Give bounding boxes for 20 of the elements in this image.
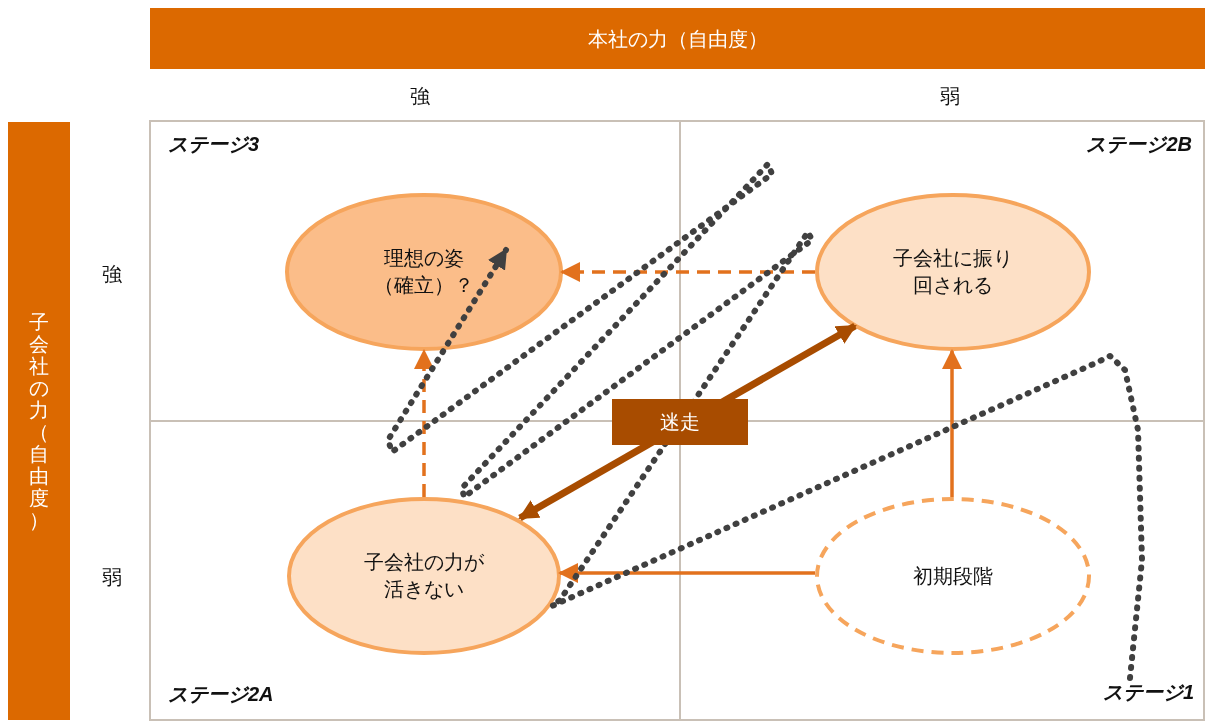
ellipse-text: 初期段階: [912, 563, 994, 589]
edge-label: 迷走: [611, 399, 748, 445]
ellipse-text: 理想の姿（確立）？: [373, 246, 475, 298]
ellipse-text: 子会社に振り回される: [892, 246, 1014, 298]
axis-label: 強: [409, 84, 431, 109]
axis-label: 弱: [101, 565, 123, 590]
axis-label: 弱: [939, 84, 961, 109]
stage-label: ステージ3: [168, 132, 261, 157]
arrow: [558, 563, 815, 583]
axis-header-bar: 子会社の力（自由度）: [8, 122, 70, 720]
arrow: [942, 349, 962, 497]
arrow: [560, 262, 815, 282]
stage-label: ステージ1: [1072, 678, 1194, 712]
axis-header-bar: 本社の力（自由度）: [150, 8, 1205, 69]
stage-label: ステージ2A: [168, 682, 275, 707]
ellipse-text: 子会社の力が活きない: [363, 550, 485, 602]
axis-label: 強: [101, 262, 123, 287]
arrow: [414, 349, 434, 497]
dotted-arrow: [385, 161, 1145, 681]
stage-label: ステージ2B: [1085, 132, 1192, 157]
